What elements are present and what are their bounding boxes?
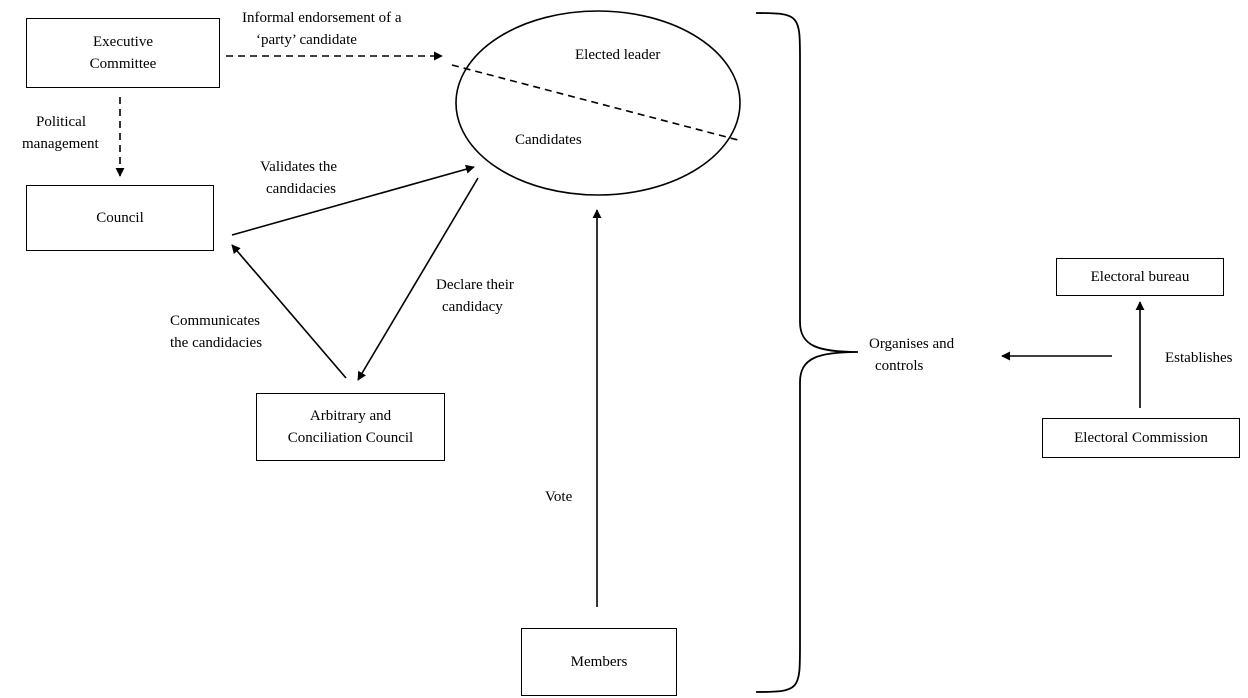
executive-committee-line2: Committee [89,56,157,72]
vote-label: Vote [545,489,573,505]
communicates-line1: Communicates [170,313,260,329]
political-management-line2: management [22,136,99,152]
members-label: Members [570,654,628,670]
electoral-bureau-box: Electoral bureau [1056,258,1224,296]
informal-endorsement-line1: Informal endorsement of a [242,10,402,26]
communicates-line2: the candidacies [170,335,263,351]
electoral-commission-box: Electoral Commission [1042,418,1240,458]
declare-label: Declare their candidacy [436,274,514,318]
declare-line1: Declare their [436,277,514,293]
arbitrary-council-line1: Arbitrary and [309,408,392,424]
validates-line1: Validates the [260,159,338,175]
informal-endorsement-label: Informal endorsement of a ‘party’ candid… [242,7,402,51]
leader-candidates-ellipse [455,10,741,196]
political-management-line1: Political [36,114,86,130]
council-label: Council [96,210,144,226]
organises-brace [755,12,859,693]
elected-leader-label: Elected leader [575,47,661,63]
communicates-arrow [231,244,347,379]
validates-arrow [231,164,475,236]
council-box: Council [26,185,214,251]
organises-label: Organises and controls [869,333,954,377]
communicates-label: Communicates the candidacies [170,310,262,354]
arbitrary-council-line2: Conciliation Council [287,430,414,446]
establishes-label: Establishes [1165,350,1233,366]
arbitrary-council-box: Arbitrary and Conciliation Council [256,393,445,461]
ellipse-divider-line [451,64,739,141]
political-management-label: Political management [22,111,99,155]
declare-candidacy-arrow [357,177,479,381]
executive-committee-line1: Executive [93,34,153,50]
executive-committee-box: Executive Committee [26,18,220,88]
organises-line2: controls [875,358,924,374]
electoral-commission-label: Electoral Commission [1074,430,1208,446]
declare-line2: candidacy [442,299,503,315]
informal-endorsement-line2: ‘party’ candidate [256,32,357,48]
members-box: Members [521,628,677,696]
organises-line1: Organises and [869,336,955,352]
validates-label: Validates the candidacies [260,156,337,200]
candidates-label: Candidates [515,132,582,148]
validates-line2: candidacies [266,181,336,197]
electoral-bureau-label: Electoral bureau [1090,269,1190,285]
